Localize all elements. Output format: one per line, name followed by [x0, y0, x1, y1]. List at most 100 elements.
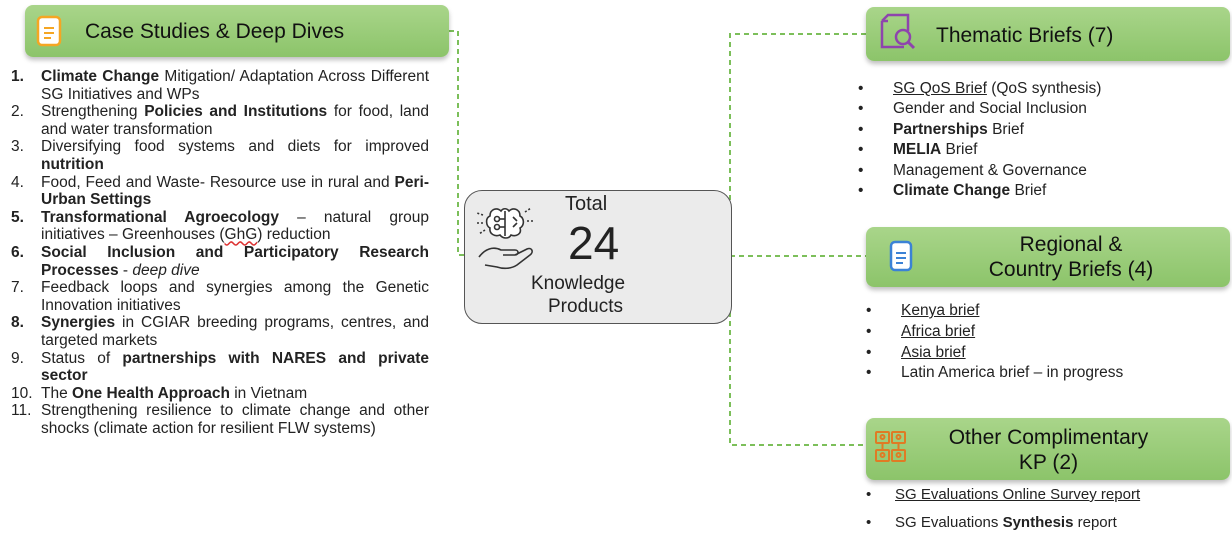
- text-segment: Gender and Social Inclusion: [893, 100, 1087, 118]
- text-segment: Food, Feed and Waste- Resource use in ru…: [41, 173, 395, 191]
- knowledge-label: Knowledge: [531, 273, 626, 294]
- text-segment: Peri-Urban Settings: [41, 173, 429, 209]
- other-kp-header: Other Complimentary KP (2): [866, 418, 1230, 480]
- connector-thematic: [729, 33, 866, 446]
- text-segment: nutrition: [41, 155, 104, 173]
- bullet: •: [858, 161, 864, 179]
- text-segment: Feedback loops and synergies among the G…: [41, 279, 429, 314]
- text-segment: Management & Governance: [893, 161, 1087, 179]
- bullet: •: [866, 302, 872, 319]
- text-segment: Policies and Institutions: [144, 103, 328, 121]
- text-segment: Latin America brief – in progress: [901, 364, 1124, 382]
- bullet: •: [858, 141, 864, 159]
- text-segment: for food, land and water transformation: [41, 103, 430, 138]
- total-label: Total: [565, 193, 608, 215]
- text-segment: Mitigation/ Adaptation Across Different …: [41, 68, 429, 103]
- text-segment[interactable]: Asia brief: [901, 343, 966, 361]
- text-segment[interactable]: SG Evaluations Online Survey report: [895, 486, 1141, 503]
- text-segment: Partnerships: [893, 120, 988, 138]
- brief-item: • SG Evaluations Synthesis report: [866, 513, 1226, 541]
- brief-item: • SG QoS Brief (QoS synthesis): [858, 79, 1198, 99]
- total-knowledge-products-box: Total 24 Knowledge Products: [464, 190, 732, 324]
- item-number: 8.: [11, 314, 24, 332]
- text-segment[interactable]: Kenya brief: [901, 302, 980, 319]
- text-segment: Brief: [1010, 181, 1047, 199]
- bullet: •: [866, 364, 872, 382]
- bullet: •: [858, 80, 864, 97]
- case-study-item: 8. Synergies in CGIAR breeding programs, …: [11, 314, 429, 349]
- regional-briefs-list: • Kenya brief • Africa brief • Asia brief • Lat…: [866, 301, 1206, 384]
- brief-item: • Kenya brief: [866, 301, 1206, 322]
- other-kp-title: Other Complimentary KP (2): [921, 425, 1176, 475]
- thematic-briefs-list: • SG QoS Brief (QoS synthesis) • Gender and…: [858, 79, 1198, 201]
- connector-left: [449, 30, 464, 256]
- text-segment[interactable]: SG QoS Brief: [893, 80, 987, 97]
- thematic-briefs-header: Thematic Briefs (7): [866, 7, 1230, 61]
- bullet: •: [866, 514, 872, 531]
- bullet: •: [866, 486, 872, 503]
- case-study-item: 7.Feedback loops and synergies among the…: [11, 279, 429, 314]
- text-segment: Strengthening: [41, 103, 145, 121]
- text-segment: report: [1073, 514, 1117, 531]
- item-number: 2.: [11, 103, 24, 121]
- brief-item: • Latin America brief – in progress: [866, 363, 1206, 384]
- item-number: 4.: [11, 173, 24, 191]
- bullet: •: [858, 120, 864, 138]
- other-title-line1: Other Complimentary: [948, 426, 1149, 449]
- brief-item: •MELIA Brief: [858, 140, 1198, 160]
- text-segment: in Vietnam: [229, 384, 308, 402]
- case-study-item: 6. Social Inclusion and Participatory Res…: [11, 244, 429, 279]
- text-segment: partnerships with NARES and private sect…: [41, 349, 429, 385]
- case-study-item: 11.Strengthening resilience to climate c…: [11, 402, 429, 437]
- text-segment: Climate Change: [41, 68, 160, 85]
- text-segment: in CGIAR breeding programs, centres, and…: [41, 314, 429, 349]
- text-segment: ) reduction: [257, 226, 331, 244]
- brief-item: •Climate Change Brief: [858, 181, 1198, 201]
- text-segment: One Health Approach: [72, 384, 230, 402]
- case-study-item: 1.Climate Change Mitigation/ Adaptation …: [11, 68, 429, 103]
- text-segment: Synergies: [41, 314, 116, 332]
- brief-item: • Gender and Social Inclusion: [858, 99, 1198, 119]
- brief-item: • SG Evaluations Online Survey report: [866, 485, 1226, 513]
- text-segment: SG Evaluations: [895, 514, 1003, 531]
- item-number: 6.: [11, 243, 24, 261]
- text-segment: Transformational Agroecology: [41, 208, 280, 226]
- item-number: 9.: [11, 349, 24, 367]
- brief-item: • Africa brief: [866, 322, 1206, 343]
- text-segment: deep dive: [132, 261, 200, 279]
- case-study-item: 5.Transformational Agroecology – natural…: [11, 209, 429, 244]
- text-segment: MELIA: [893, 141, 942, 159]
- regional-title-line2: Country Briefs (4): [988, 258, 1154, 281]
- case-study-item: 2. Strengthening Policies and Institution…: [11, 103, 429, 138]
- document-icon: [36, 15, 62, 47]
- document-search-icon: [880, 13, 916, 50]
- brief-item: • Partnerships Brief: [858, 120, 1198, 140]
- case-study-item: 9. Status of partnerships with NARES and …: [11, 350, 429, 385]
- item-number: 3.: [11, 138, 24, 156]
- text-segment: Brief: [987, 120, 1024, 138]
- case-studies-header: Case Studies & Deep Dives: [25, 5, 449, 57]
- regional-title-line1: Regional &: [1019, 233, 1123, 256]
- bullet: •: [858, 100, 864, 118]
- brief-item: • Management & Governance: [858, 161, 1198, 181]
- item-number: 10.: [11, 384, 33, 402]
- people-network-icon: [875, 431, 906, 462]
- text-segment[interactable]: Africa brief: [901, 322, 976, 340]
- text-segment: (QoS synthesis): [986, 80, 1102, 97]
- bullet: •: [866, 322, 872, 340]
- text-segment: Climate Change: [893, 181, 1011, 199]
- bullet: •: [866, 343, 872, 361]
- text-segment: Social Inclusion and Participatory Resea…: [41, 243, 429, 279]
- text-segment: -: [118, 261, 133, 279]
- case-studies-title: Case Studies & Deep Dives: [85, 20, 345, 43]
- regional-briefs-title: Regional & Country Briefs (4): [946, 232, 1196, 282]
- case-studies-list: 1.Climate Change Mitigation/ Adaptation …: [11, 68, 429, 437]
- thematic-briefs-title: Thematic Briefs (7): [936, 24, 1114, 47]
- text-segment: Synthesis: [1002, 514, 1074, 531]
- item-number: 5.: [11, 208, 24, 226]
- text-segment: Status of: [41, 349, 123, 367]
- total-count: 24: [568, 217, 620, 269]
- case-study-item: 4. Food, Feed and Waste- Resource use in …: [11, 174, 429, 209]
- other-title-line2: KP (2): [1018, 451, 1079, 474]
